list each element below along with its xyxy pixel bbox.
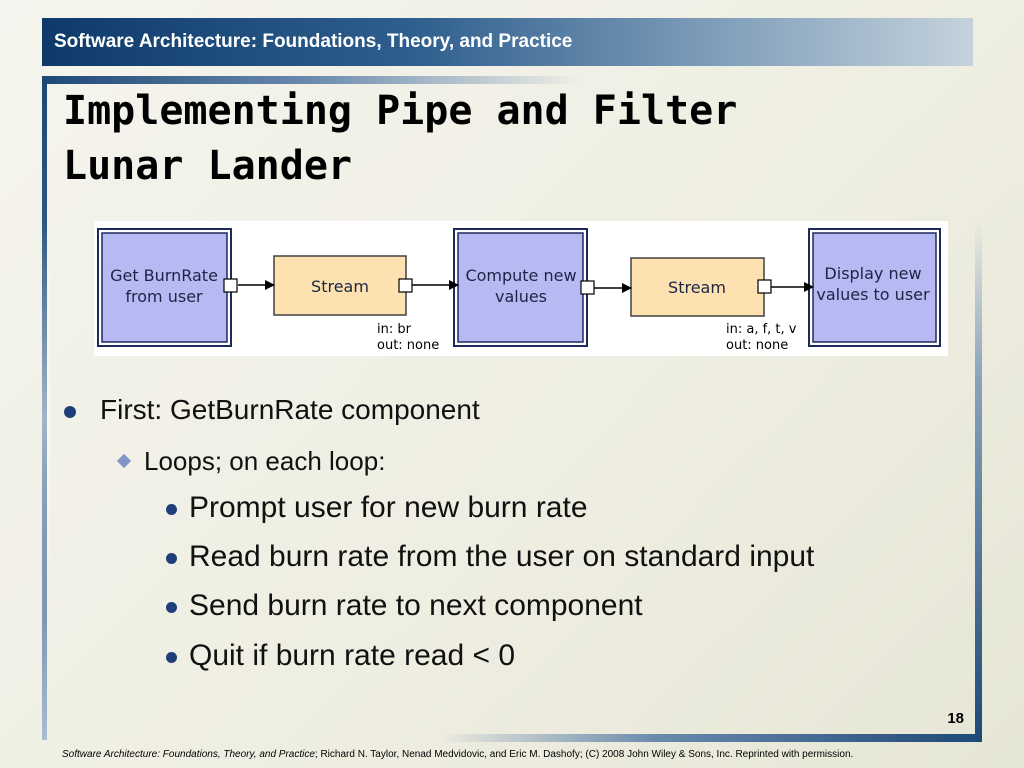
slide-title: Implementing Pipe and Filter Lunar Lande… <box>63 84 963 194</box>
footer-citation: Software Architecture: Foundations, Theo… <box>62 749 1012 760</box>
bullet-level-3-text: Quit if burn rate read < 0 <box>189 639 516 672</box>
port-out-4 <box>757 279 772 294</box>
pipe-links <box>223 278 814 295</box>
bullet-level-2-text: Loops; on each loop: <box>144 446 386 476</box>
connector-stream-1-out: out: none <box>377 338 439 353</box>
connector-stream-2-label: Stream <box>668 278 726 297</box>
slide-title-line-1: Implementing Pipe and Filter <box>63 88 738 134</box>
component-compute-values-line-2: values <box>495 287 547 306</box>
component-display-values-line-1: Display new <box>824 264 921 283</box>
connector-stream-2: Stream in: a, f, t, v out: none <box>630 257 797 353</box>
bullet-diamond-icon <box>116 453 132 469</box>
course-title: Software Architecture: Foundations, Theo… <box>54 31 573 52</box>
bullet-level-3-text: Prompt user for new burn rate <box>189 491 588 524</box>
port-out-3 <box>580 280 595 295</box>
bullet-level-3-text: Read burn rate from the user on standard… <box>189 540 815 573</box>
footer-book-title: Software Architecture: Foundations, Theo… <box>62 749 315 760</box>
port-out-1 <box>223 278 238 293</box>
component-display-values-line-2: values to user <box>816 285 930 304</box>
component-get-burnrate-line-2: from user <box>125 287 203 306</box>
connector-stream-1-in: in: br <box>377 322 412 337</box>
component-compute-values-line-1: Compute new <box>465 266 576 285</box>
slide-number: 18 <box>947 710 964 727</box>
component-display-values: Display new values to user <box>808 228 941 347</box>
component-get-burnrate-line-1: Get BurnRate <box>110 266 218 285</box>
bullet-level-1-text: First: GetBurnRate component <box>100 394 480 425</box>
slide-title-line-2: Lunar Lander <box>63 143 352 189</box>
bullet-dot-icon <box>166 504 177 515</box>
component-compute-values: Compute new values <box>453 228 588 347</box>
connector-stream-1: Stream in: br out: none <box>273 255 439 353</box>
right-rule <box>975 222 982 742</box>
port-out-2 <box>398 278 413 293</box>
connector-stream-2-out: out: none <box>726 338 788 353</box>
header-bar: Software Architecture: Foundations, Theo… <box>42 18 973 66</box>
footer-credits: ; Richard N. Taylor, Nenad Medvidovic, a… <box>314 749 854 760</box>
component-get-burnrate: Get BurnRate from user <box>97 228 232 347</box>
bottom-rule <box>440 734 982 742</box>
bullet-level-3-text: Send burn rate to next component <box>189 589 643 622</box>
connector-stream-2-in: in: a, f, t, v <box>726 322 797 337</box>
left-fade <box>42 220 50 620</box>
connector-stream-1-label: Stream <box>311 277 369 296</box>
bullet-dot-icon <box>64 406 76 418</box>
bullet-dot-icon <box>166 602 177 613</box>
bullet-dot-icon <box>166 652 177 663</box>
pipe-filter-diagram: Get BurnRate from user Compute new value… <box>94 221 948 356</box>
bullet-dot-icon <box>166 553 177 564</box>
top-rule <box>42 76 582 84</box>
